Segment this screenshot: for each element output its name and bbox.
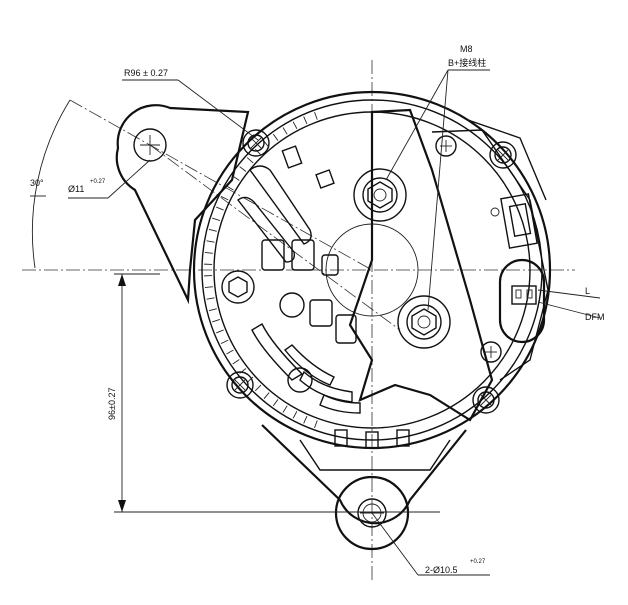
fin-tick: [254, 148, 262, 156]
fin-tick: [272, 133, 279, 141]
dimension-hole-top: Ø11 +0.27: [68, 159, 151, 199]
regulator-plate: [348, 108, 549, 422]
hole-top-label: Ø11: [68, 184, 84, 194]
top-mounting-ear: [115, 104, 250, 305]
dimension-vertical: 96±0.27: [107, 273, 440, 513]
bottom-mount-hole: [357, 498, 387, 528]
connector-plug: [498, 258, 546, 344]
fin-tick: [220, 195, 229, 201]
fin-tick: [232, 359, 240, 365]
fin-tick: [206, 240, 215, 243]
mounting-bolts: [221, 129, 517, 414]
fin-tick: [220, 339, 229, 345]
fin-tick: [292, 411, 298, 419]
ventilation-slots: [237, 145, 361, 414]
fin-tick: [232, 175, 240, 181]
fin-tick: [254, 384, 262, 392]
dimension-hole-bottom: 2-Ø10.5 +0.27: [371, 512, 490, 576]
b-plus-terminal: [353, 168, 407, 222]
fin-tick: [303, 415, 308, 424]
fin-tick: [246, 157, 254, 164]
fin-tick: [246, 376, 254, 383]
fin-tick: [226, 349, 234, 355]
fin-tick: [206, 297, 215, 300]
fin-tick: [282, 405, 288, 413]
fin-tick: [208, 308, 217, 312]
fin-tick: [239, 166, 247, 172]
bolt-left: [221, 270, 255, 304]
hole-bottom-label: 2-Ø10.5: [425, 565, 458, 575]
lower-terminal: [397, 295, 451, 349]
fin-tick: [272, 399, 279, 407]
bolt-bottom-left: [226, 371, 254, 399]
b-terminal-label: B+接线柱: [448, 57, 486, 68]
connector-labels: L DFM: [537, 286, 605, 322]
m8-label: M8: [460, 44, 473, 54]
hole-bottom-tolerance: +0.27: [470, 559, 486, 565]
angle-label: 30°: [30, 178, 44, 188]
fin-tick: [216, 329, 224, 334]
dfm-label: DFM: [585, 312, 605, 322]
fin-tick: [263, 392, 270, 399]
top-mount-hole: [133, 128, 167, 162]
fin-tick: [226, 185, 234, 191]
bolt-top-right-2: [489, 141, 517, 169]
hole-top-tolerance: +0.27: [90, 179, 106, 185]
vertical-dim-label: 96±0.27: [107, 388, 117, 420]
r96-label: R96 ± 0.27: [124, 68, 168, 78]
fin-tick: [204, 286, 213, 289]
dimension-m8: M8 B+接线柱: [385, 44, 490, 311]
dimension-angle: 30°: [30, 99, 71, 269]
fin-tick: [212, 319, 220, 323]
fin-tick: [303, 116, 308, 125]
fin-tick: [212, 217, 220, 221]
fin-tick: [282, 127, 288, 135]
bolt-top-left: [242, 129, 270, 157]
fin-tick: [204, 251, 213, 254]
fin-tick: [314, 420, 318, 429]
bottom-mounting-foot: [261, 424, 467, 551]
fin-tick: [314, 111, 318, 120]
fin-ring: [204, 111, 318, 429]
l-label: L: [585, 286, 590, 296]
fin-tick: [216, 206, 224, 211]
fin-tick: [208, 228, 217, 232]
bolt-top-right-1: [435, 135, 457, 157]
bolt-right: [480, 341, 502, 363]
fin-tick: [292, 121, 298, 129]
dimension-r96: R96 ± 0.27: [122, 68, 259, 141]
